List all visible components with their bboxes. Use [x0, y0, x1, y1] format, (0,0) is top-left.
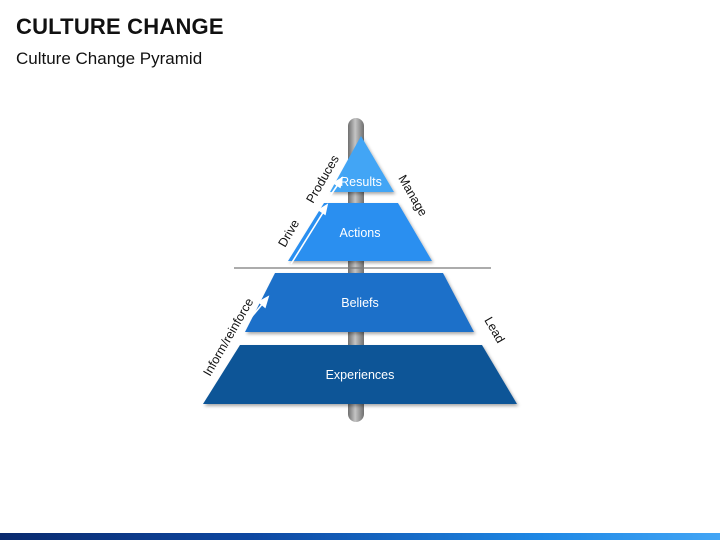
arrow-inform	[233, 295, 270, 339]
level-experiences	[203, 345, 517, 404]
level-results	[330, 136, 394, 192]
page-title: CULTURE CHANGE	[16, 14, 224, 39]
level-results-label: Results	[340, 175, 382, 189]
level-actions-label: Actions	[340, 226, 381, 240]
label-lead: Lead	[481, 315, 507, 346]
arrow-produces	[329, 176, 344, 197]
level-beliefs	[245, 273, 474, 332]
level-actions	[288, 203, 432, 261]
arrow-drive	[290, 203, 329, 265]
label-produces: Produces	[303, 153, 342, 206]
footer-accent-bar	[0, 533, 720, 540]
level-experiences-label: Experiences	[326, 368, 395, 382]
level-beliefs-label: Beliefs	[341, 296, 379, 310]
page-subtitle: Culture Change Pyramid	[16, 49, 203, 68]
